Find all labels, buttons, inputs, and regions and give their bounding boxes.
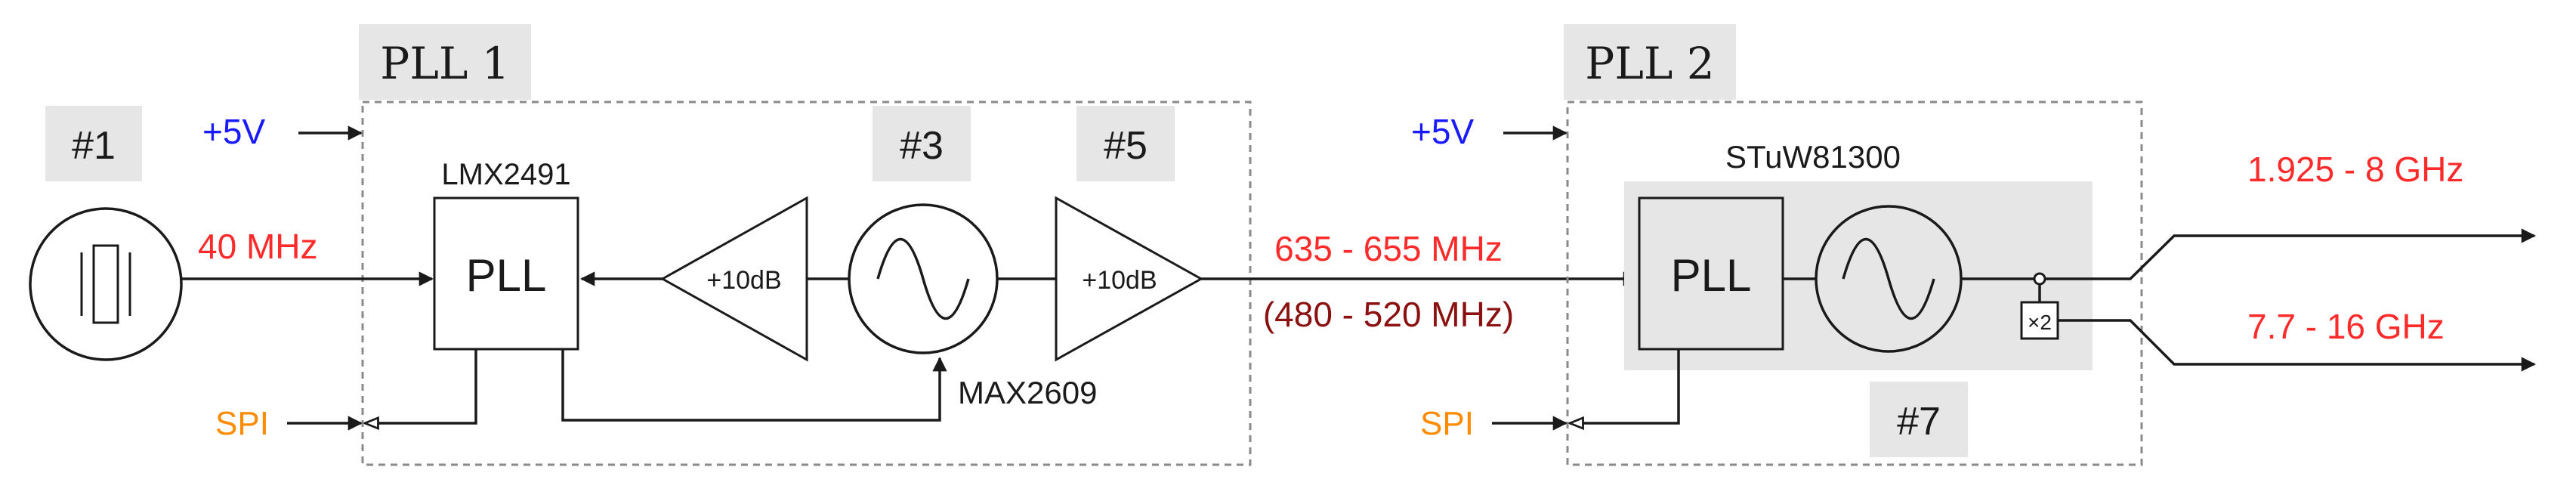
doubler-block bbox=[2020, 301, 2059, 340]
pll1-chip-name: LMX2491 bbox=[441, 158, 570, 191]
pll2-title: PLL 2 bbox=[1585, 38, 1714, 89]
tag-3-bg bbox=[873, 106, 971, 181]
vco1-icon bbox=[848, 203, 999, 354]
split-node-icon bbox=[2033, 272, 2046, 286]
pll2-boundary bbox=[1566, 101, 2143, 466]
pll1-title-bg bbox=[359, 24, 531, 100]
tag-1: #1 bbox=[72, 124, 116, 168]
pll2-chip-name: STuW81300 bbox=[1725, 139, 1901, 175]
crystal-oscillator-icon bbox=[29, 207, 183, 361]
ref-freq-label: 40 MHz bbox=[198, 227, 317, 266]
tag-7-bg bbox=[1870, 382, 1968, 457]
intermediate-freq-alt-label: (480 - 520 MHz) bbox=[1263, 295, 1514, 334]
amp2-triangle bbox=[1055, 196, 1204, 362]
supply-label-pll2: +5V bbox=[1411, 112, 1474, 151]
tag-5: #5 bbox=[1104, 124, 1147, 168]
pll1-boundary bbox=[361, 101, 1252, 466]
intermediate-freq-label: 635 - 655 MHz bbox=[1274, 229, 1503, 268]
tag-7: #7 bbox=[1897, 400, 1941, 444]
amp2-gain-label: +10dB bbox=[1082, 266, 1157, 295]
pll2-pll-label: PLL bbox=[1671, 250, 1752, 301]
pll1-title: PLL 1 bbox=[380, 38, 509, 89]
out-low-line bbox=[2045, 228, 2536, 280]
tag-1-bg bbox=[45, 106, 142, 181]
pll2-pll-block bbox=[1638, 196, 1784, 351]
amp1-gain-label: +10dB bbox=[706, 266, 781, 295]
vco1-chip-name: MAX2609 bbox=[958, 375, 1097, 410]
out-high-line bbox=[2058, 319, 2536, 372]
supply-label-pll1: +5V bbox=[202, 112, 265, 151]
out-low-freq-label: 1.925 - 8 GHz bbox=[2247, 150, 2463, 189]
spi-line-pll1 bbox=[365, 349, 477, 423]
tag-3: #3 bbox=[900, 124, 944, 168]
pll1-pll-block bbox=[433, 196, 579, 351]
spi-label-pll2: SPI bbox=[1420, 405, 1474, 442]
vco2-icon bbox=[1815, 205, 1963, 353]
spi-label-pll1: SPI bbox=[215, 405, 269, 442]
tag-5-bg bbox=[1076, 106, 1175, 181]
doubler-label: ×2 bbox=[2028, 311, 2052, 334]
pll2-title-bg bbox=[1564, 24, 1736, 100]
spi-line-pll2 bbox=[1570, 349, 1680, 423]
pll1-pll-label: PLL bbox=[466, 250, 547, 301]
out-high-freq-label: 7.7 - 16 GHz bbox=[2247, 307, 2445, 346]
pll1-tune-line bbox=[561, 349, 947, 422]
